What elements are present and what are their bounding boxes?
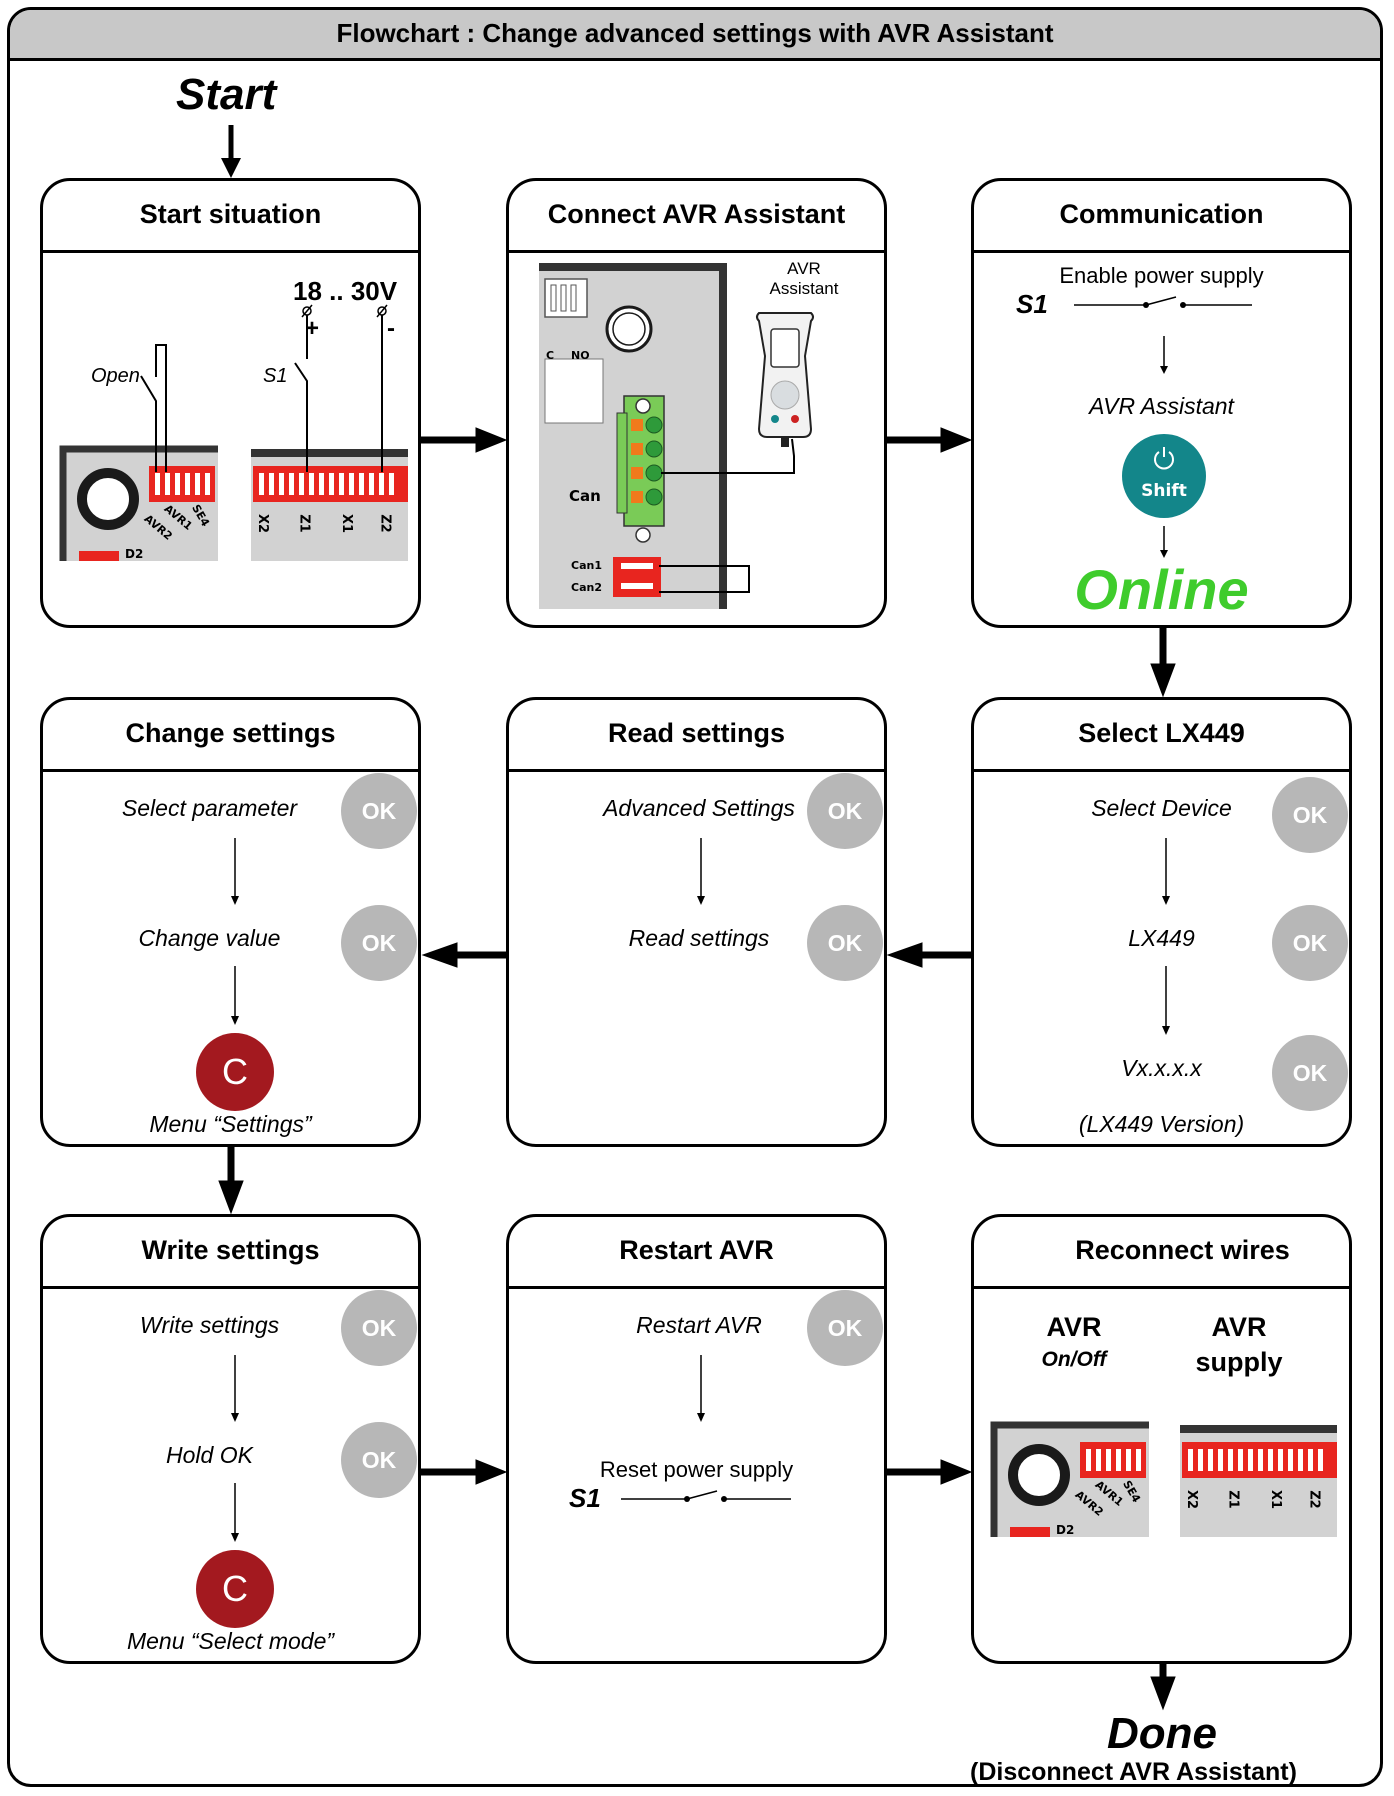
step-read-settings: Read settings [628,925,770,951]
minus-sign: - [387,315,395,342]
ok-button[interactable]: OK [1272,777,1348,853]
box-change-settings: Change settings Select parameter OK Chan… [40,697,421,1147]
device-label-line1: AVR [787,259,821,278]
x2-label: X2 [255,513,271,534]
step-arrows [231,838,239,1025]
box-title: Connect AVR Assistant [509,181,884,253]
switch-s1-diagram [1074,296,1252,558]
menu-settings-label: Menu “Settings” [149,1111,312,1137]
box-select-lx449: Select LX449 Select Device OK LX449 OK V… [971,697,1352,1147]
power-icon [1154,447,1174,470]
z2-label: Z2 [1306,1490,1322,1509]
flowchart-frame: Flowchart : Change advanced settings wit… [7,7,1383,1787]
box-title: Communication [974,181,1349,253]
x1-label: X1 [339,513,355,534]
step-advanced-settings: Advanced Settings [603,795,795,821]
step-hold-ok: Hold OK [166,1442,253,1468]
box-title: Restart AVR [509,1217,884,1289]
x1-label: X1 [1268,1489,1284,1510]
s1-label: S1 [1016,289,1048,319]
c-button[interactable]: C [196,1033,274,1111]
ok-button[interactable]: OK [1272,905,1348,981]
ok-button[interactable]: OK [341,773,417,849]
step-write-settings: Write settings [139,1312,280,1338]
shift-label: Shift [1141,481,1187,501]
step-restart-avr: Restart AVR [636,1312,762,1338]
online-status: Online [1074,558,1249,621]
ok-button[interactable]: OK [807,1290,883,1366]
box-title: Reconnect wires [974,1217,1349,1289]
no-terminal-label: NO [571,349,590,362]
can1-label: Can1 [571,559,602,572]
box-connect-avr-assistant: Connect AVR Assistant AVR Assistant C NO [506,178,887,628]
step-reset-power: Reset power supply [599,1457,794,1482]
voltage-label: 18 .. 30V [293,276,398,306]
ok-button[interactable]: OK [807,773,883,849]
box-start-situation: Start situation 18 .. 30V Open S1 + - [40,178,421,628]
done-subtitle: (Disconnect AVR Assistant) [970,1758,1297,1786]
avr-supply-subtitle: supply [1195,1347,1283,1377]
can2-label: Can2 [571,581,602,594]
step-arrows [1162,838,1170,1035]
can-label: Can [569,487,601,505]
ok-button[interactable]: OK [341,905,417,981]
version-note: (LX449 Version) [1078,1111,1245,1137]
open-label: Open [91,365,140,387]
flowchart-title: Flowchart : Change advanced settings wit… [10,10,1380,61]
step-avr-assistant: AVR Assistant [1089,393,1234,419]
step-enable-power: Enable power supply [1059,263,1264,288]
menu-select-mode-label: Menu “Select mode” [126,1628,335,1654]
s1-label: S1 [569,1483,601,1513]
start-label: Start [176,70,277,119]
box-title: Write settings [43,1217,418,1289]
box-title: Change settings [43,700,418,772]
ok-button[interactable]: OK [341,1290,417,1366]
avr-onoff-title: AVR [1046,1312,1102,1342]
step-lx449: LX449 [1128,925,1195,951]
c-button[interactable]: C [196,1550,274,1628]
ok-button[interactable]: OK [807,905,883,981]
box-title: Select LX449 [974,700,1349,772]
step-change-value: Change value [138,925,281,951]
step-arrows [697,838,705,905]
avr-supply-title: AVR [1211,1312,1267,1342]
box-title: Read settings [509,700,884,772]
d2-label: D2 [125,547,144,561]
switch-s1-diagram [621,1355,791,1502]
step-select-parameter: Select parameter [121,795,298,821]
d2-label: D2 [1056,1523,1075,1537]
device-label-line2: Assistant [769,279,839,298]
box-reconnect-wires: Reconnect wires AVR On/Off AVR supply AV… [971,1214,1352,1664]
ok-button[interactable]: OK [1272,1035,1348,1111]
box-write-settings: Write settings Write settings OK Hold OK… [40,1214,421,1664]
z1-label: Z1 [296,514,312,533]
z2-label: Z2 [377,514,393,533]
c-terminal-label: C [546,349,555,362]
plus-sign: + [305,315,320,342]
z1-label: Z1 [1225,1490,1241,1509]
shift-button: Shift [1122,434,1206,518]
step-version: Vx.x.x.x [1121,1055,1202,1081]
box-communication: Communication Enable power supply S1 AVR… [971,178,1352,628]
step-select-device: Select Device [1091,795,1232,821]
box-title: Start situation [43,181,418,253]
box-restart-avr: Restart AVR Restart AVR OK Reset power s… [506,1214,887,1664]
s1-label: S1 [263,365,288,387]
ok-button[interactable]: OK [341,1422,417,1498]
start-wiring-diagram [59,304,408,561]
step-arrows [231,1355,239,1542]
x2-label: X2 [1184,1489,1200,1510]
avr-onoff-subtitle: On/Off [1041,1348,1107,1371]
reconnect-wiring-diagram [990,1421,1337,1537]
box-read-settings: Read settings Advanced Settings OK Read … [506,697,887,1147]
done-label: Done [1107,1709,1217,1758]
connect-wiring-diagram [539,263,814,609]
